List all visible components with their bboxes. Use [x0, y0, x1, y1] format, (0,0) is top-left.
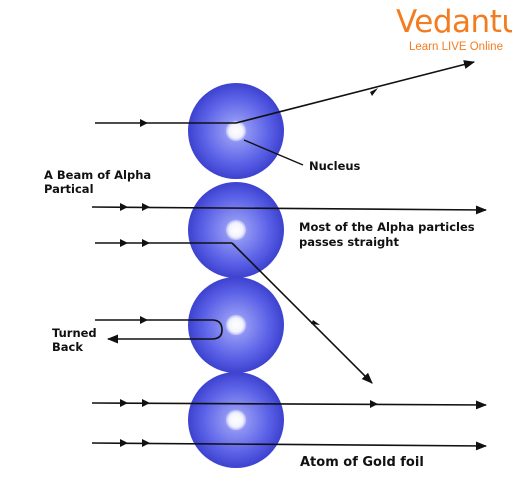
nucleus-4 — [226, 410, 246, 430]
ray-deflected-up — [95, 60, 476, 127]
nucleus-1 — [226, 121, 246, 141]
ray-straight-2 — [91, 399, 488, 410]
ray-deflected-down — [95, 239, 373, 384]
vedantu-logo: Vedantu — [396, 4, 512, 40]
atom-2 — [188, 182, 284, 278]
turned-label-line1: Turned — [52, 326, 97, 340]
straight-label-line2: passes straight — [299, 235, 399, 249]
atom-4 — [188, 372, 284, 468]
straight-label: Most of the Alpha particles passes strai… — [299, 220, 475, 250]
straight-label-line1: Most of the Alpha particles — [299, 220, 475, 234]
atom-gold-foil-label: Atom of Gold foil — [300, 455, 424, 470]
nucleus-label: Nucleus — [309, 159, 361, 173]
atom-3 — [188, 277, 284, 373]
nucleus-3 — [226, 315, 246, 335]
logo-tagline: Learn LIVE Online — [409, 41, 503, 53]
ray-straight-3 — [91, 439, 488, 451]
turned-label-line2: Back — [52, 340, 83, 354]
beam-label-line2: Partical — [44, 182, 94, 196]
nucleus-pointer — [243, 139, 304, 166]
turned-back-label: Turned Back — [52, 326, 97, 354]
beam-label: A Beam of Alpha Partical — [44, 168, 151, 196]
beam-label-line1: A Beam of Alpha — [44, 168, 152, 182]
nucleus-2 — [226, 220, 246, 240]
ray-straight-1 — [91, 203, 488, 215]
atom-1 — [188, 83, 284, 179]
ray-turned-back — [95, 316, 223, 344]
